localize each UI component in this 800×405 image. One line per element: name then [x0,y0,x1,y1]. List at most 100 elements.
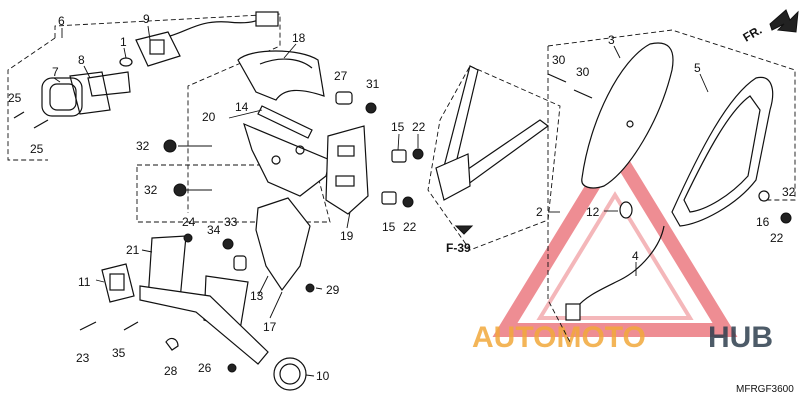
collar-22a [412,148,424,160]
callout-29: 29 [326,283,340,297]
nut-32a [163,139,177,153]
callout-16: 16 [756,215,770,229]
part-socket-9 [135,11,279,67]
callout-27: 27 [334,69,348,83]
callout-5: 5 [694,61,701,75]
part-cover-18 [237,50,325,101]
holder-shape [255,197,311,292]
part-bulb-12 [619,201,633,219]
callout-11: 11 [78,275,91,289]
callout-22a: 22 [412,120,426,134]
callout-13: 13 [250,289,264,303]
callout-34: 34 [207,223,221,237]
callout-32a: 32 [136,139,150,153]
holder-collar [233,255,247,271]
watermark-triangle [492,136,738,337]
fr-arrow-icon [769,9,799,33]
grommet-15b [381,191,397,205]
callout-32b: 32 [144,183,158,197]
leader-19 [346,211,351,229]
leader-13 [257,275,269,297]
gasket-shape [69,71,111,115]
plate-slot-b [335,175,355,187]
callout-labels: 6 9 1 8 7 25 25 18 27 31 14 20 32 32 15 … [8,12,796,383]
callout-20: 20 [202,110,216,124]
part-reflector-10 [273,357,307,391]
cover-shape [237,50,325,101]
plate-slot-a [337,145,355,157]
callout-35: 35 [112,346,126,360]
outline-harness-group-left [7,37,56,161]
tail-harness-connector [565,303,581,321]
round-reflector-inner [279,363,301,385]
callout-9: 9 [143,12,150,26]
callout-22c: 22 [770,231,784,245]
band-shape [257,105,313,139]
bulb-shape [119,57,133,67]
assembly-outlines [7,13,796,343]
leader-3 [613,45,621,59]
callout-21: 21 [126,243,140,257]
leader-9 [147,25,151,41]
round-reflector [273,357,307,391]
part-plate-21 [147,235,249,331]
screw-30a [547,73,567,83]
leader-lines [53,25,709,377]
front-direction-indicator: FR. [741,9,799,45]
bracket-hole-b [295,145,305,155]
reference-label: F-39 [446,241,471,255]
callout-6: 6 [58,14,65,28]
tail-bulb [619,201,633,219]
screws-25 [13,111,49,129]
callout-10: 10 [316,369,330,383]
bolt-29 [305,283,315,293]
callout-26: 26 [198,361,212,375]
callout-30b: 30 [576,65,590,79]
socket-connector [255,11,279,27]
screw-25b [33,119,49,129]
leader-10 [305,374,315,377]
screw-30b [573,89,593,99]
bracket-hole-a [271,155,281,165]
lens-shape [41,77,83,117]
part-band-14 [257,105,313,139]
collar-22b [402,196,414,208]
part-harness-4 [565,225,665,321]
outline-bracket-group [427,65,561,251]
callout-1: 1 [120,35,127,49]
part-plate-19 [325,125,369,215]
callout-19: 19 [340,229,354,243]
part-stay-arm [139,285,269,365]
collar-16 [758,190,770,202]
leader-20 [228,109,263,119]
callout-31: 31 [366,77,380,91]
leader-15a [397,133,400,151]
gasket-plate [87,71,131,97]
watermark: AUTOMOTO HUB [472,136,773,354]
socket-wire [169,17,263,37]
screw-25a [13,111,25,119]
grommet-28 [165,337,179,351]
callout-14: 14 [235,100,249,114]
stay-frame [439,65,550,191]
tail-housing-outer [671,76,774,227]
callout-30a: 30 [552,53,566,67]
callout-15b: 15 [382,220,396,234]
outline-mount-group [136,164,331,223]
fasteners [79,73,792,373]
clip-27 [335,91,353,105]
callout-24: 24 [182,215,196,229]
callout-23: 23 [76,351,90,365]
diagram-code: MFRGF3600 [736,384,794,395]
part-bulb-1 [119,57,133,67]
leader-29 [315,287,323,290]
watermark-text-brand: AUTOMOTO [472,321,646,354]
part-housing-5 [671,76,774,227]
tail-lens-hole [626,120,634,128]
nut-26 [227,363,237,373]
bolt-23 [79,321,97,331]
bolt-35 [123,321,139,331]
leader-11 [95,279,105,283]
fr-label: FR. [741,23,765,45]
